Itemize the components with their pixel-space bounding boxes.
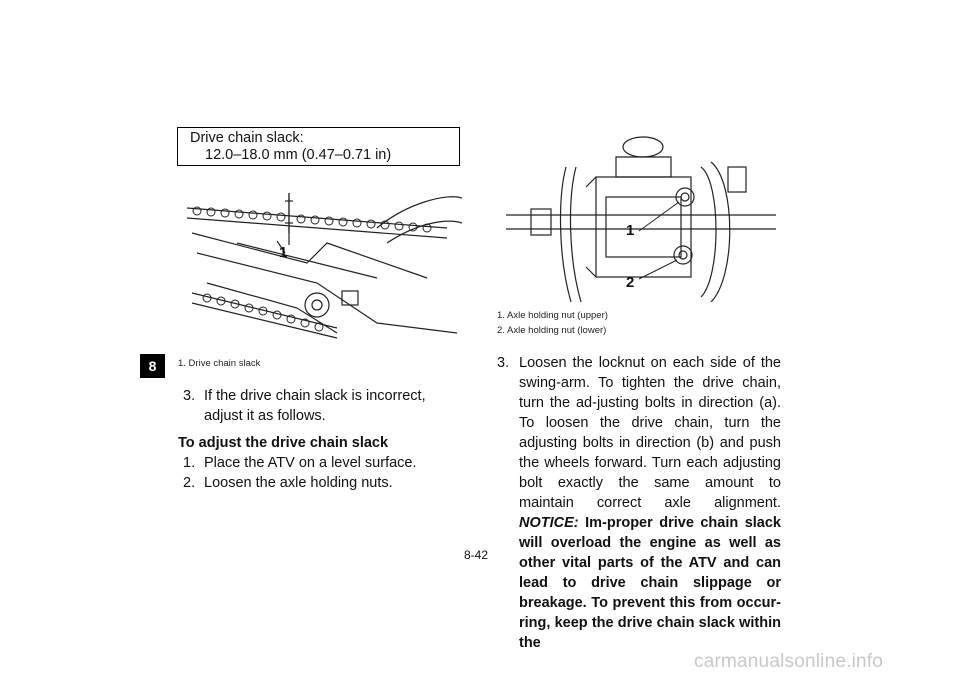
step-text: Place the ATV on a level surface. bbox=[204, 455, 417, 471]
drive-chain-illustration: 1 bbox=[186, 193, 462, 339]
left-column: 3. If the drive chain slack is incorrect… bbox=[178, 386, 463, 493]
section-tab: 8 bbox=[140, 354, 165, 378]
step-text: Loosen the axle holding nuts. bbox=[204, 475, 393, 491]
spec-value: 12.0–18.0 mm (0.47–0.71 in) bbox=[205, 147, 392, 163]
step-2: 2. Loosen the axle holding nuts. bbox=[178, 473, 463, 493]
spec-label: Drive chain slack: bbox=[190, 130, 304, 146]
figure-callout-1: 1 bbox=[279, 244, 287, 261]
right-column: 3. Loosen the locknut on each side of th… bbox=[497, 353, 781, 653]
page-number: 8-42 bbox=[464, 548, 489, 562]
instruction-text: Loosen the locknut on each side of the s… bbox=[519, 355, 781, 511]
notice-label: NOTICE: bbox=[519, 515, 579, 531]
spec-box: Drive chain slack: 12.0–18.0 mm (0.47–0.… bbox=[177, 127, 460, 166]
step-number: 2. bbox=[183, 475, 196, 491]
step-text: If the drive chain slack is incorrect, a… bbox=[204, 388, 426, 424]
step-3: 3. If the drive chain slack is incorrect… bbox=[178, 386, 463, 426]
step-1: 1. Place the ATV on a level surface. bbox=[178, 453, 463, 473]
figure-caption-2: 2. Axle holding nut (lower) bbox=[497, 325, 607, 336]
figure-callout-2: 2 bbox=[626, 274, 634, 291]
section-heading: To adjust the drive chain slack bbox=[178, 435, 389, 451]
axle-nut-illustration: 1 2 bbox=[506, 136, 776, 302]
figure-caption-1: 1. Axle holding nut (upper) bbox=[497, 310, 608, 321]
step-text: Loosen the locknut on each side of the s… bbox=[497, 353, 781, 653]
figure-caption: 1. Drive chain slack bbox=[178, 358, 261, 369]
figure-callout-1: 1 bbox=[626, 222, 634, 239]
step-number: 1. bbox=[183, 455, 196, 471]
watermark: carmanualsonline.info bbox=[694, 651, 884, 672]
notice-text: Im-proper drive chain slack will overloa… bbox=[519, 515, 781, 651]
step-number: 3. bbox=[183, 388, 196, 404]
step-number: 3. bbox=[497, 355, 510, 371]
